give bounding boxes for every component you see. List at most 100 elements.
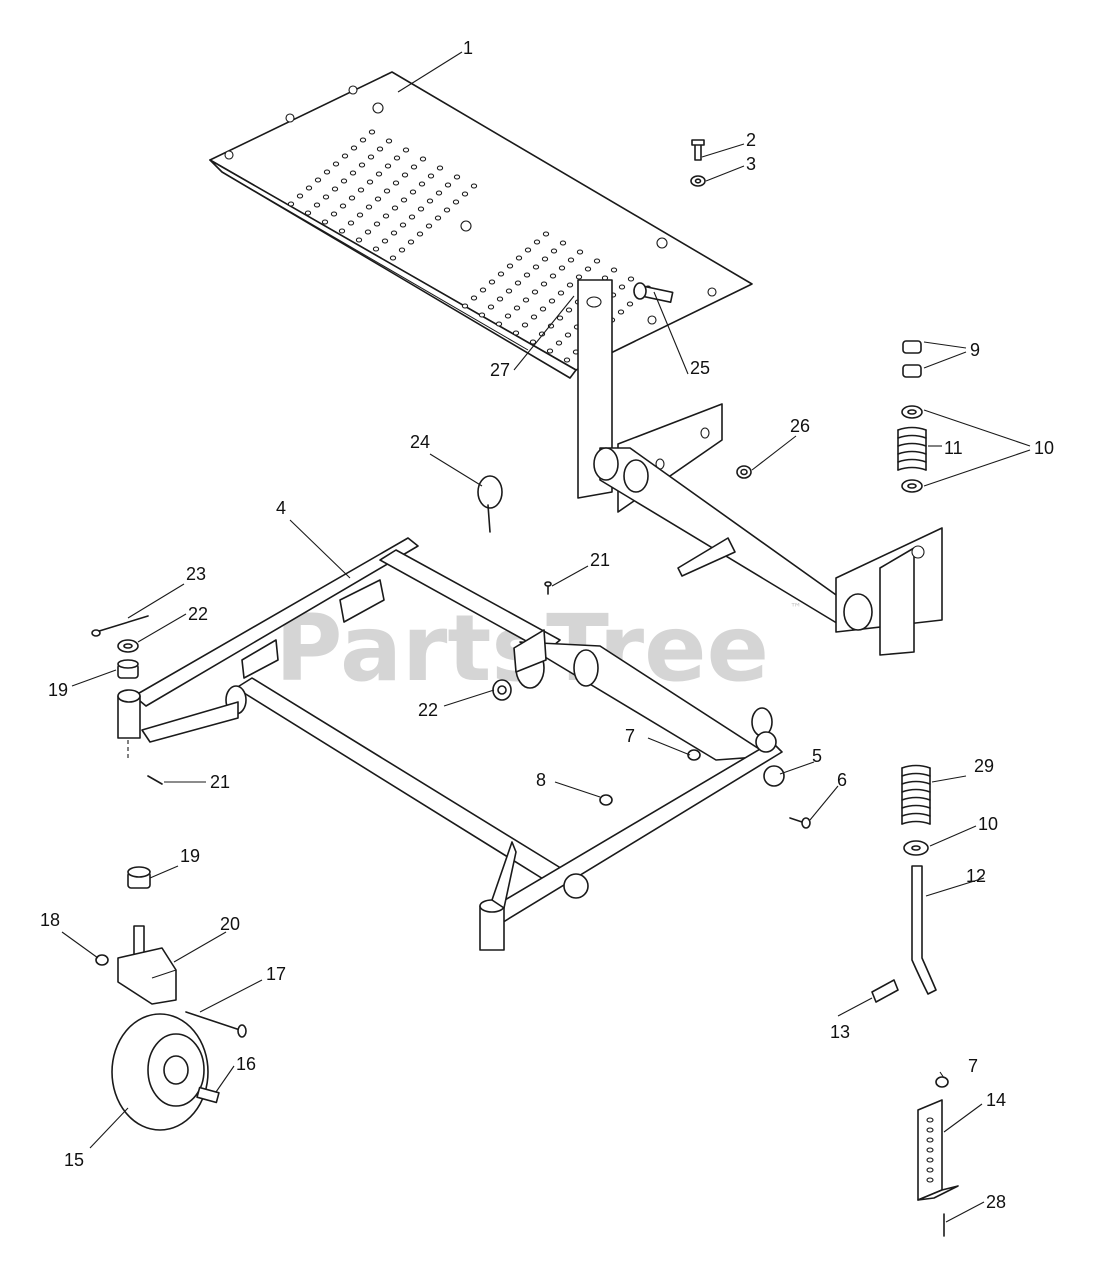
perforation-hole	[384, 163, 392, 169]
perforation-hole	[426, 198, 434, 204]
part-lynch-pin-24[interactable]	[477, 475, 503, 533]
perforation-hole	[539, 306, 547, 312]
part-pedal-plate-14[interactable]	[917, 1099, 959, 1201]
perforation-hole	[393, 155, 401, 161]
perforation-hole	[427, 173, 435, 179]
perforation-hole	[556, 315, 564, 321]
part-pin-13[interactable]	[871, 979, 899, 1003]
perforation-hole	[533, 239, 541, 245]
part-washer-10-lower[interactable]	[901, 479, 923, 493]
callout-15: 15	[64, 1150, 84, 1170]
perforation-hole	[443, 207, 451, 213]
perforation-hole	[313, 202, 321, 208]
perforation-hole	[495, 321, 503, 327]
part-washer-22-left[interactable]	[117, 639, 139, 653]
callout-5: 5	[812, 746, 822, 766]
pedal-hole	[926, 1127, 934, 1133]
perforation-hole	[350, 145, 358, 151]
part-washer-3[interactable]	[690, 175, 706, 187]
part-nut-9[interactable]	[902, 340, 922, 378]
perforation-hole	[389, 255, 397, 261]
perforation-hole	[348, 195, 356, 201]
part-rod-12[interactable]	[911, 865, 937, 995]
callout-16: 16	[236, 1054, 256, 1074]
perforation-hole	[408, 214, 416, 220]
part-pedal-shaft[interactable]	[593, 403, 943, 656]
perforation-hole	[330, 211, 338, 217]
perforation-hole	[365, 204, 373, 210]
perforation-hole	[410, 164, 418, 170]
part-bolt-2[interactable]	[691, 139, 705, 161]
perforation-hole	[287, 201, 295, 207]
part-washer-22-center[interactable]	[492, 679, 512, 701]
part-bushing-19-left[interactable]	[117, 659, 139, 679]
pedal-hole	[926, 1177, 934, 1183]
perforation-hole	[368, 129, 376, 135]
perforation-hole	[529, 339, 537, 345]
callout-12: 12	[966, 866, 986, 886]
perforation-hole	[373, 221, 381, 227]
part-bolt-25[interactable]	[633, 282, 674, 304]
part-bushing-5[interactable]	[763, 765, 785, 787]
part-nut-7-pedal[interactable]	[935, 1076, 949, 1088]
perforation-hole	[530, 314, 538, 320]
callout-2: 2	[746, 130, 756, 150]
perforation-hole	[407, 239, 415, 245]
part-washer-10-rod[interactable]	[903, 840, 929, 856]
part-washer-10-upper[interactable]	[901, 405, 923, 419]
callout-17: 17	[266, 964, 286, 984]
callout-29: 29	[974, 756, 994, 776]
part-bushing-19-caster[interactable]	[127, 866, 151, 889]
perforation-hole	[382, 213, 390, 219]
perforation-hole	[627, 276, 635, 282]
perforation-hole	[357, 187, 365, 193]
perforation-hole	[376, 146, 384, 152]
perforation-hole	[436, 165, 444, 171]
part-bolt-23[interactable]	[91, 615, 149, 637]
perforation-hole	[383, 188, 391, 194]
perforation-hole	[513, 305, 521, 311]
part-screw-21-lower[interactable]	[127, 740, 163, 785]
pedal-hole	[926, 1117, 934, 1123]
perforation-hole	[453, 174, 461, 180]
part-bolt-6[interactable]	[789, 817, 811, 829]
part-pedal-bracket-27[interactable]	[577, 279, 613, 499]
perforation-hole	[575, 274, 583, 280]
callout-13: 13	[830, 1022, 850, 1042]
perforation-hole	[505, 288, 513, 294]
perforation-hole	[514, 280, 522, 286]
part-axle-bolt-17[interactable]	[185, 1011, 247, 1038]
perforation-hole	[515, 255, 523, 261]
part-wheel-15[interactable]	[111, 1013, 209, 1131]
part-nut-26[interactable]	[736, 465, 752, 479]
perforation-hole	[391, 205, 399, 211]
perforation-hole	[565, 307, 573, 313]
perforation-hole	[618, 284, 626, 290]
part-caster-fork-20[interactable]	[117, 925, 177, 1005]
part-floor-plate[interactable]	[209, 71, 753, 379]
perforation-hole	[487, 304, 495, 310]
callout-25: 25	[690, 358, 710, 378]
perforation-hole	[419, 156, 427, 162]
callout-14: 14	[986, 1090, 1006, 1110]
pedal-hole	[926, 1147, 934, 1153]
part-nut-7-frame[interactable]	[687, 749, 701, 761]
callout-28: 28	[986, 1192, 1006, 1212]
perforation-hole	[364, 229, 372, 235]
perforation-hole	[504, 313, 512, 319]
part-nut-18[interactable]	[95, 954, 109, 966]
part-spacer-16[interactable]	[196, 1086, 220, 1104]
perforation-hole	[338, 228, 346, 234]
pedal-hole	[926, 1157, 934, 1163]
perforation-hole	[461, 191, 469, 197]
part-spring-29[interactable]	[901, 764, 931, 825]
part-spring-11[interactable]	[897, 426, 927, 471]
part-nut-8[interactable]	[599, 794, 613, 806]
part-screw-21-upper[interactable]	[544, 581, 552, 595]
perforation-hole	[296, 193, 304, 199]
part-main-frame-4[interactable]	[117, 537, 783, 951]
perforation-hole	[521, 322, 529, 328]
perforation-hole	[372, 246, 380, 252]
pedal-hole	[926, 1137, 934, 1143]
